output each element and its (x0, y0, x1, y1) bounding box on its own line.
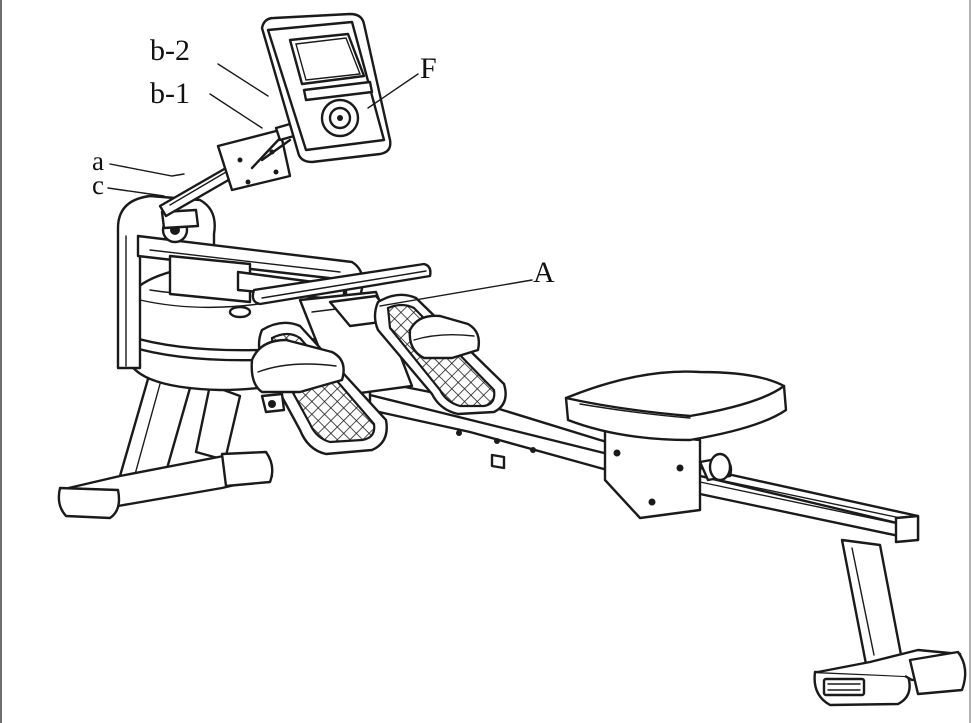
seat (564, 370, 788, 442)
right-footboard (373, 293, 507, 416)
front-support-leg (57, 370, 274, 520)
label-b1: b-1 (150, 77, 190, 110)
seat-carriage (603, 428, 733, 520)
label-a: a (92, 146, 104, 176)
label-b2: b-2 (150, 34, 190, 67)
monitor-arm (158, 122, 296, 218)
rear-support-leg (813, 538, 967, 707)
leader-lines (107, 63, 533, 307)
label-F: F (420, 52, 437, 85)
monitor (260, 12, 392, 164)
handle-bar (251, 262, 432, 306)
left-footboard (250, 321, 388, 456)
label-c: c (92, 170, 104, 200)
label-A: A (533, 256, 555, 289)
